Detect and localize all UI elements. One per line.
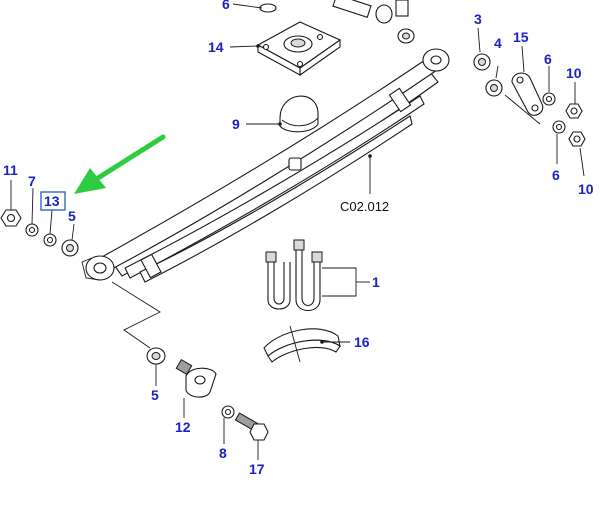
lower-hardware	[146, 347, 269, 441]
spring-seat-part	[263, 325, 341, 363]
nuts-right	[565, 103, 586, 147]
callout-10-lower[interactable]: 10	[578, 181, 594, 197]
shackle-part	[504, 72, 544, 125]
callout-labels: 6 14 3 15 4 6 10 9 6 10 11 7 13 5 1 16 5…	[3, 0, 594, 477]
callout-13[interactable]: 13	[44, 193, 60, 209]
bush-part-4	[485, 79, 503, 97]
callout-1[interactable]: 1	[372, 274, 380, 290]
callout-6-right[interactable]: 6	[544, 51, 552, 67]
callout-7[interactable]: 7	[28, 173, 36, 189]
callout-4[interactable]: 4	[494, 35, 502, 51]
callout-8[interactable]: 8	[219, 445, 227, 461]
pointer-arrow	[74, 134, 166, 194]
callout-5-left[interactable]: 5	[68, 208, 76, 224]
callout-6-top[interactable]: 6	[222, 0, 230, 12]
washers-right	[542, 92, 566, 134]
callout-11[interactable]: 11	[3, 162, 18, 178]
callout-14[interactable]: 14	[208, 39, 224, 55]
callout-3[interactable]: 3	[474, 11, 482, 27]
bump-stop-part	[279, 95, 319, 133]
callout-17[interactable]: 17	[249, 461, 265, 477]
callout-12[interactable]: 12	[175, 419, 191, 435]
callout-10-right[interactable]: 10	[566, 65, 582, 81]
top-bolt-part	[259, 0, 409, 24]
u-bolts-part	[265, 239, 323, 312]
reference-code: C02.012	[340, 199, 389, 214]
callout-5-bottom[interactable]: 5	[151, 387, 159, 403]
callout-6-lower[interactable]: 6	[552, 167, 560, 183]
callout-9[interactable]: 9	[232, 116, 240, 132]
callout-15[interactable]: 15	[513, 29, 529, 45]
rear-bush-part	[397, 28, 491, 71]
leaf-spring	[81, 48, 450, 283]
front-hardware	[0, 209, 79, 257]
mounting-plate-part	[256, 21, 342, 77]
highlight-box	[40, 191, 66, 211]
callout-16[interactable]: 16	[354, 334, 370, 350]
leader-lines	[10, 3, 585, 460]
